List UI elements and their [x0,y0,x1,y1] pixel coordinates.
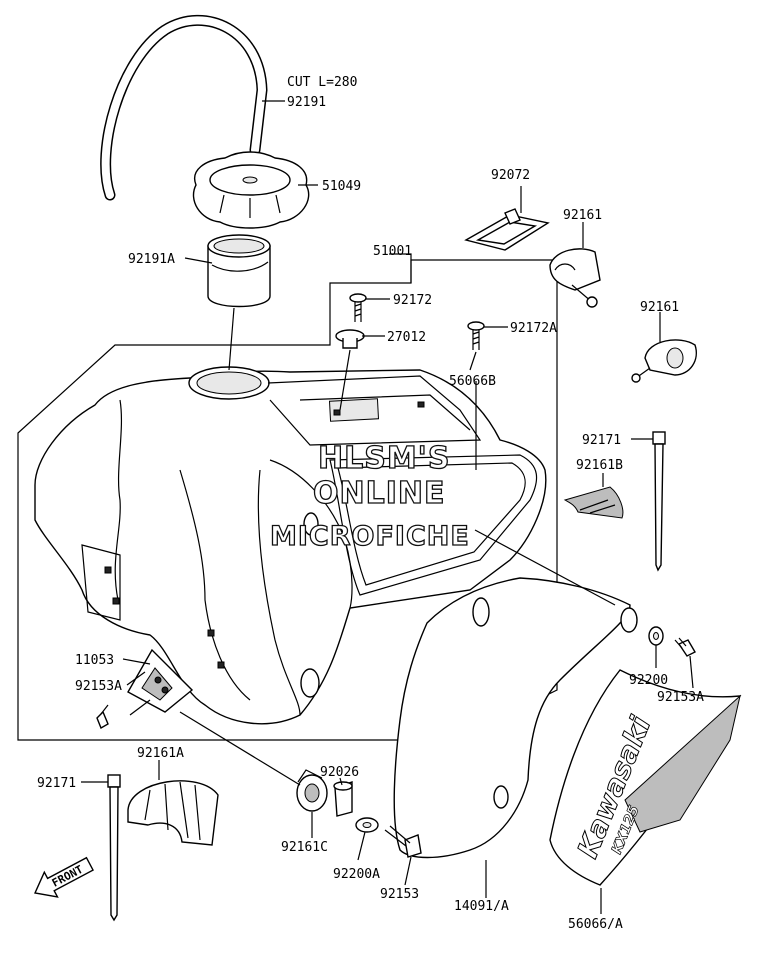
label-92153: 92153 [380,887,419,902]
watermark-line3: MICROFICHE [270,521,470,552]
label-92026: 92026 [320,765,359,780]
watermark-line2: ONLINE [313,476,446,511]
part-labels: CUT L=280 92191 51049 92191A 51001 92172… [37,75,704,932]
front-label: FRONT [50,863,86,890]
screw-92172A [467,321,485,350]
label-92172A: 92172A [510,321,557,336]
label-11053: 11053 [75,653,114,668]
label-92161A: 92161A [137,746,184,761]
label-51049: 51049 [322,179,361,194]
bolt-92153 [384,825,422,858]
label-92171-left: 92171 [37,776,76,791]
damper-92161-mid [631,339,697,383]
filler-neck [207,234,271,308]
label-92072: 92072 [491,168,530,183]
label-92171-right: 92171 [582,433,621,448]
screw-92172 [349,293,367,322]
label-92161-top: 92161 [563,208,602,223]
watermark-line1: HLSM'S [318,441,450,476]
watermark: HLSM'S ONLINE MICROFICHE [269,440,470,552]
damper-92161C [296,769,328,812]
cable-tie-right [652,431,666,572]
damper-92161A [127,780,219,846]
label-92153A-left: 92153A [75,679,122,694]
label-56066B: 56066B [449,374,496,389]
label-92161-mid: 92161 [640,300,679,315]
label-92161B: 92161B [576,458,623,473]
damper-92161-top [549,248,601,308]
fuel-valve [127,648,194,713]
side-shroud [393,577,638,859]
shroud-decal: Kawasaki KX125 [549,669,742,886]
washer-27012 [335,329,365,349]
label-14091A: 14091/A [454,899,509,914]
label-92172: 92172 [393,293,432,308]
fuel-cap [192,151,310,229]
washer-92200 [648,626,664,646]
washer-92200A [355,817,379,833]
strap-92072 [464,208,550,251]
label-cut-note: CUT L=280 [287,75,357,90]
label-92191: 92191 [287,95,326,110]
label-92153A-right: 92153A [657,690,704,705]
label-92200: 92200 [629,673,668,688]
label-92191A: 92191A [128,252,175,267]
label-51001: 51001 [373,244,412,259]
front-direction-arrow: FRONT [33,856,94,898]
fuel-tank [34,366,547,725]
bolt-92153A-left [96,704,109,730]
cable-tie-left [107,774,121,922]
damper-92161B [563,486,624,519]
label-92200A: 92200A [333,867,380,882]
label-92161C: 92161C [281,840,328,855]
collar-92026 [333,781,353,817]
label-27012: 27012 [387,330,426,345]
bolt-92153A-right [674,637,696,657]
label-56066A: 56066/A [568,917,623,932]
leader-lines [81,100,694,914]
